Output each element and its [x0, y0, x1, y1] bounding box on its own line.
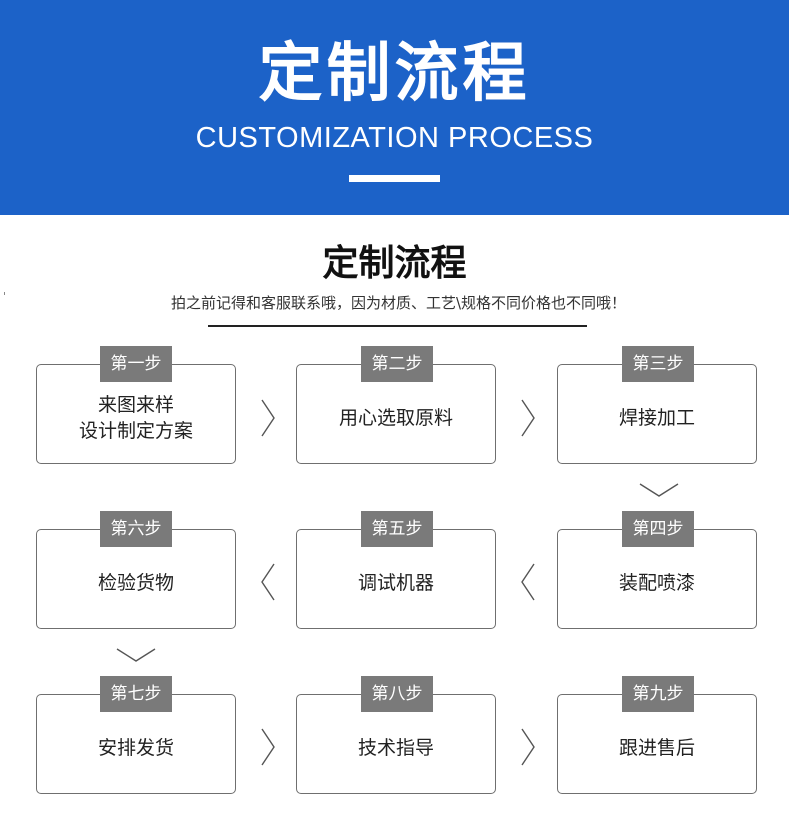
step-badge-7: 第七步 — [100, 676, 172, 712]
step-text: 技术指导 — [357, 737, 434, 759]
chevron-left-icon — [520, 562, 536, 602]
step-text: 来图来样 设计制定方案 — [78, 394, 193, 442]
chevron-right-icon — [260, 398, 276, 438]
chevron-right-icon — [520, 727, 536, 767]
step-text: 检验货物 — [97, 572, 174, 594]
step-text: 安排发货 — [97, 737, 174, 759]
chevron-left-icon — [260, 562, 276, 602]
step-badge-2: 第二步 — [361, 346, 433, 382]
chevron-right-icon — [260, 727, 276, 767]
chevron-down-icon — [115, 647, 157, 663]
section-subtitle: 拍之前记得和客服联系哦，因为材质、工艺\规格不同价格也不同哦！ — [170, 294, 627, 312]
step-card-1: 来图来样 设计制定方案 — [36, 364, 236, 464]
section-underline — [208, 325, 587, 327]
header-banner: 定制流程 CUSTOMIZATION PROCESS — [0, 0, 789, 215]
step-badge-6: 第六步 — [100, 511, 172, 547]
step-text: 用心选取原料 — [338, 407, 453, 429]
step-badge-5: 第五步 — [361, 511, 433, 547]
step-text: 焊接加工 — [618, 407, 695, 429]
chevron-down-icon — [638, 482, 680, 498]
banner-title: 定制流程 — [258, 37, 531, 111]
stray-mark — [4, 292, 5, 295]
step-badge-8: 第八步 — [361, 676, 433, 712]
step-text: 装配喷漆 — [618, 572, 695, 594]
step-badge-1: 第一步 — [100, 346, 172, 382]
step-badge-3: 第三步 — [622, 346, 694, 382]
step-text: 跟进售后 — [618, 737, 695, 759]
step-badge-4: 第四步 — [622, 511, 694, 547]
step-badge-9: 第九步 — [622, 676, 694, 712]
banner-divider — [349, 175, 440, 182]
chevron-right-icon — [520, 398, 536, 438]
banner-subtitle: CUSTOMIZATION PROCESS — [195, 122, 594, 154]
step-text: 调试机器 — [357, 572, 434, 594]
section-title: 定制流程 — [322, 243, 467, 284]
